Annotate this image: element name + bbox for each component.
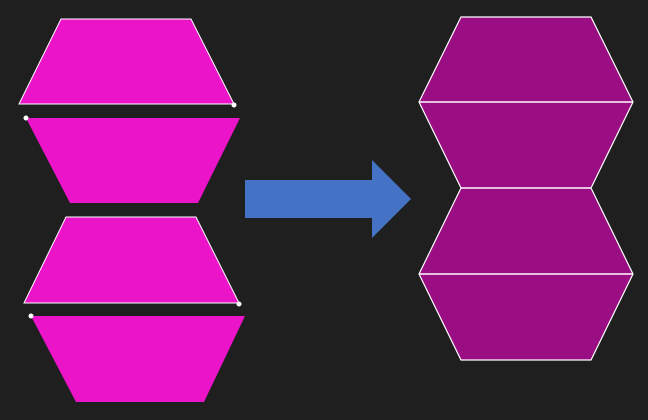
- assembled-shape-group: [418, 16, 634, 361]
- corner-handle: [28, 313, 34, 319]
- corner-handle: [23, 115, 29, 121]
- trapezoid-piece-2: [26, 118, 240, 203]
- corner-handle: [236, 301, 242, 307]
- trapezoid-piece-3: [23, 216, 240, 304]
- assembled-outline: [418, 16, 634, 361]
- corner-handle: [231, 102, 237, 108]
- trapezoid-piece-1: [18, 18, 235, 105]
- assembled-piece-3: [419, 188, 633, 274]
- right-arrow-icon: [245, 160, 411, 238]
- separated-pieces-group: [18, 18, 245, 402]
- assembled-piece-1: [419, 17, 633, 102]
- assembled-piece-4: [419, 274, 633, 360]
- assembled-piece-2: [419, 102, 633, 188]
- block-arrow: [245, 160, 411, 238]
- trapezoid-piece-4: [31, 316, 245, 402]
